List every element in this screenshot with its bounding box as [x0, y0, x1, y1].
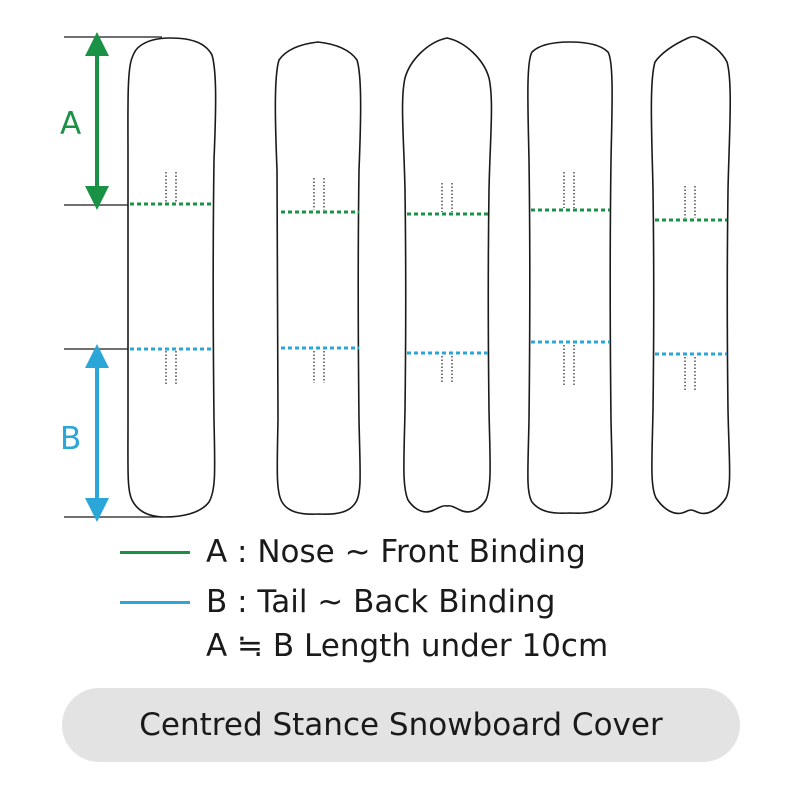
legend-label-back: B : Tail ~ Back Binding	[206, 584, 556, 620]
board-5-outline	[650, 35, 732, 515]
legend-note: A ≒ B Length under 10cm	[206, 628, 609, 664]
board-3-outline	[401, 37, 493, 513]
dimension-label-a: A	[60, 106, 81, 142]
board-1-outline	[127, 37, 217, 518]
board-1	[127, 37, 217, 518]
legend-label-front: A : Nose ~ Front Binding	[206, 534, 586, 570]
legend-row-front: A : Nose ~ Front Binding	[120, 530, 586, 574]
caption-text: Centred Stance Snowboard Cover	[139, 707, 663, 743]
board-2	[274, 41, 362, 515]
board-4	[527, 41, 613, 515]
legend: A : Nose ~ Front Binding B : Tail ~ Back…	[120, 530, 720, 670]
legend-swatch-front	[120, 550, 190, 554]
legend-swatch-back	[120, 600, 190, 604]
board-3	[401, 37, 493, 513]
board-2-outline	[274, 41, 362, 515]
board-4-outline	[527, 41, 613, 515]
board-5	[650, 35, 732, 515]
legend-row-back: B : Tail ~ Back Binding	[120, 580, 555, 624]
caption-bar: Centred Stance Snowboard Cover	[62, 688, 740, 762]
dimension-label-b: B	[60, 421, 81, 457]
